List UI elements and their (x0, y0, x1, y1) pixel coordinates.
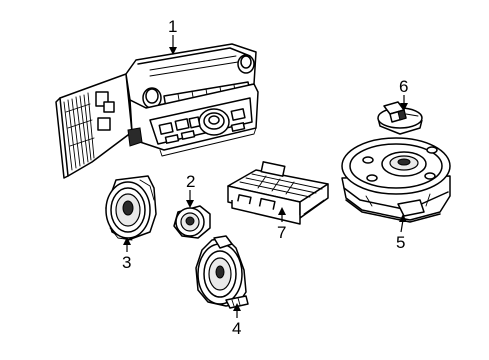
callout-4: 4 (232, 319, 241, 338)
rear-door-speaker (195, 235, 249, 309)
tweeter-speaker (173, 205, 211, 239)
callout-7: 7 (277, 223, 286, 242)
radio-control-bezel (127, 83, 259, 157)
callout-5: 5 (396, 233, 405, 252)
front-door-speaker (105, 175, 157, 241)
radio-head-unit (55, 43, 259, 179)
amplifier-module (227, 161, 329, 225)
callout-1: 1 (168, 17, 177, 36)
callout-arrows (123, 35, 408, 318)
callout-labels: 1 2 3 4 5 6 7 (122, 17, 408, 338)
callout-6: 6 (399, 77, 408, 96)
callout-2: 2 (186, 172, 195, 191)
subwoofer-bracket (377, 101, 423, 135)
subwoofer-enclosure (341, 137, 451, 223)
callout-3: 3 (122, 253, 131, 272)
radio-chassis (55, 73, 133, 179)
